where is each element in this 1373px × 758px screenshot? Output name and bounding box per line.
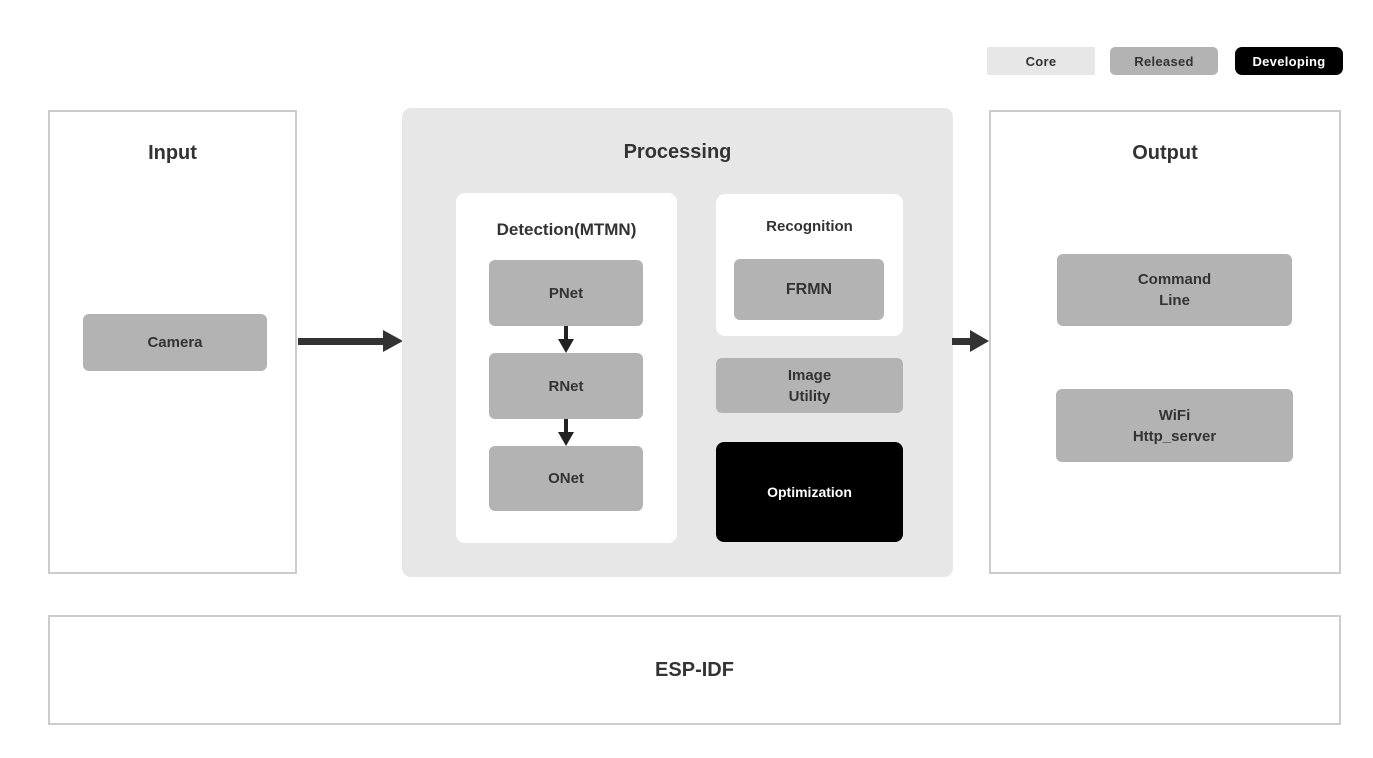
image-utility-line2: Utility [788, 387, 831, 405]
optimization-box: Optimization [716, 442, 903, 542]
wifi-http-server-box: WiFi Http_server [1056, 389, 1293, 462]
arrow-head-icon [383, 330, 403, 352]
detection-group: Detection(MTMN) PNet RNet ONet [456, 193, 677, 543]
flow-arrow-input-to-processing [298, 330, 403, 352]
rnet-box: RNet [489, 353, 643, 419]
input-panel: Input Camera [48, 110, 297, 574]
detection-title: Detection(MTMN) [496, 220, 637, 239]
camera-box: Camera [83, 314, 267, 371]
arrow-shaft [952, 338, 971, 345]
optimization-label: Optimization [767, 483, 852, 500]
processing-panel: Processing Detection(MTMN) PNet RNet ONe… [402, 108, 953, 577]
legend-core-label: Core [1025, 53, 1057, 69]
onet-label: ONet [548, 470, 584, 487]
frmn-box: FRMN [734, 259, 884, 320]
input-title: Input [148, 142, 197, 164]
arrow-shaft [298, 338, 384, 345]
wifi-line2: Http_server [1132, 427, 1217, 445]
image-utility-box: Image Utility [716, 358, 903, 413]
arrow-head-icon [970, 330, 989, 352]
camera-label: Camera [147, 334, 203, 351]
pnet-box: PNet [489, 260, 643, 326]
recognition-title: Recognition [766, 218, 853, 235]
rnet-label: RNet [548, 377, 584, 395]
image-utility-line1: Image [787, 366, 832, 384]
esp-idf-panel: ESP-IDF [48, 615, 1341, 725]
down-arrow-icon [558, 326, 574, 353]
command-line-box: Command Line [1057, 254, 1292, 326]
command-line-line2: Line [1159, 292, 1190, 309]
down-arrow-icon [558, 419, 574, 446]
legend-released-label: Released [1134, 53, 1194, 69]
legend-badge-developing: Developing [1235, 47, 1343, 75]
output-panel: Output Command Line WiFi Http_server [989, 110, 1341, 574]
wifi-line1: WiFi [1158, 406, 1191, 424]
recognition-group: Recognition FRMN [716, 194, 903, 336]
processing-title: Processing [623, 141, 732, 163]
legend-developing-label: Developing [1252, 53, 1326, 69]
pnet-label: PNet [548, 284, 584, 302]
flow-arrow-processing-to-output [952, 330, 989, 352]
legend-badge-core: Core [987, 47, 1095, 75]
command-line-line1: Command [1137, 271, 1212, 288]
frmn-label: FRMN [785, 281, 833, 298]
onet-box: ONet [489, 446, 643, 511]
output-title: Output [1132, 142, 1198, 164]
esp-idf-title: ESP-IDF [655, 658, 734, 681]
legend-badge-released: Released [1110, 47, 1218, 75]
